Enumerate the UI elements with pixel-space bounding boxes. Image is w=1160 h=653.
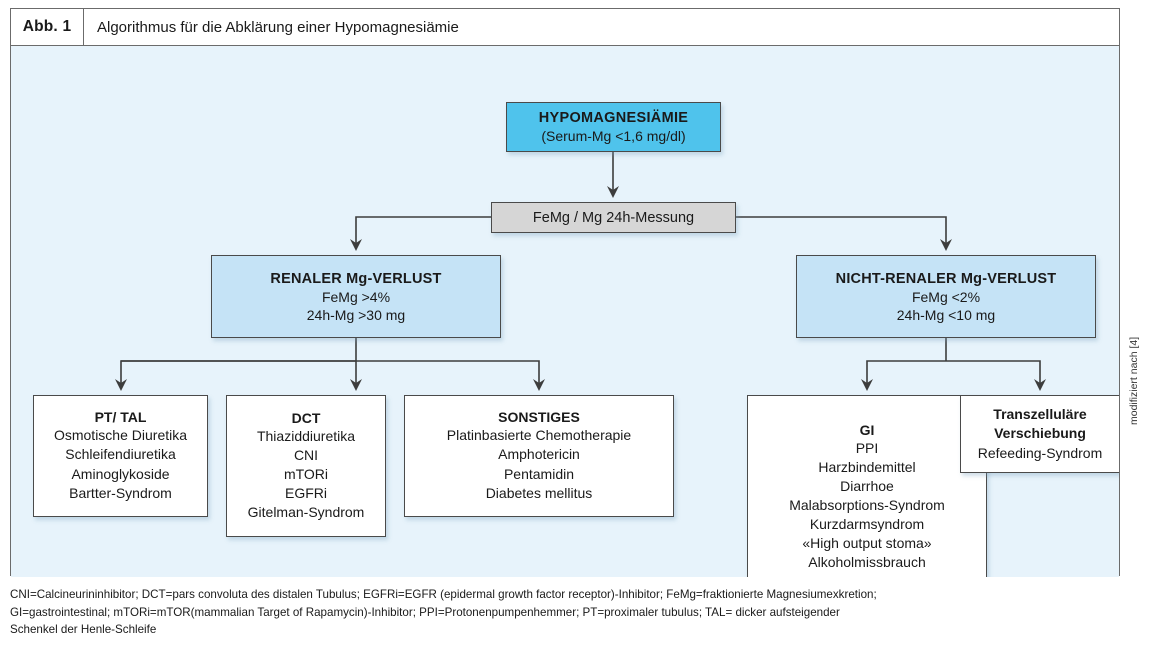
- node-item: Malabsorptions-Syndrom: [789, 496, 945, 513]
- figure-header: Abb. 1 Algorithmus für die Abklärung ein…: [11, 9, 1119, 46]
- node-item: Thiaziddiuretika: [256, 427, 356, 444]
- node-label: FeMg / Mg 24h-Messung: [532, 209, 695, 226]
- node-title: NICHT-RENALER Mg-VERLUST: [835, 270, 1057, 287]
- node-item: EGFRi: [285, 485, 327, 502]
- node-transzellulaere-verschiebung: Transzelluläre Verschiebung Refeeding-Sy…: [960, 395, 1119, 473]
- node-title: HYPOMAGNESIÄMIE: [538, 110, 689, 126]
- figure-container: Abb. 1 Algorithmus für die Abklärung ein…: [10, 8, 1120, 577]
- node-item: Pentamidin: [503, 465, 575, 482]
- footnote-line: CNI=Calcineurininhibitor; DCT=pars convo…: [10, 588, 877, 601]
- node-line: 24h-Mg <10 mg: [896, 306, 996, 323]
- node-item: Kurzdarmsyndrom: [809, 516, 925, 533]
- node-pt-tal: PT/ TAL Osmotische Diuretika Schleifendi…: [33, 395, 208, 517]
- node-gi: GI PPI Harzbindemittel Diarrhoe Malabsor…: [747, 395, 987, 577]
- node-item: Amphotericin: [498, 446, 580, 463]
- figure-title: Algorithmus für die Abklärung einer Hypo…: [97, 18, 459, 36]
- node-item: Bartter-Syndrom: [69, 484, 172, 501]
- node-line: FeMg >4%: [321, 288, 391, 305]
- connector-lines: [115, 152, 1046, 391]
- node-line: FeMg <2%: [911, 288, 981, 305]
- node-sonstiges: SONSTIGES Platinbasierte Chemotherapie A…: [404, 395, 674, 517]
- node-line: (Serum-Mg <1,6 mg/dl): [541, 128, 686, 144]
- node-item: Alkoholmissbrauch: [808, 554, 926, 571]
- abbreviations-footnote: CNI=Calcineurininhibitor; DCT=pars convo…: [10, 586, 1110, 639]
- node-item: Refeeding-Syndrom: [977, 444, 1103, 461]
- node-item: Platinbasierte Chemotherapie: [446, 427, 632, 444]
- flowchart-canvas: HYPOMAGNESIÄMIE (Serum-Mg <1,6 mg/dl) Fe…: [11, 46, 1119, 577]
- node-title: Transzelluläre: [993, 406, 1087, 423]
- node-renaler-mg-verlust: RENALER Mg-VERLUST FeMg >4% 24h-Mg >30 m…: [211, 255, 501, 338]
- node-item: Gitelman-Syndrom: [247, 504, 365, 521]
- node-item: Diarrhoe: [840, 477, 894, 494]
- node-hypomagnesiaemie: HYPOMAGNESIÄMIE (Serum-Mg <1,6 mg/dl): [506, 102, 721, 152]
- footnote-line: Schenkel der Henle-Schleife: [10, 623, 157, 637]
- node-item: «High output stoma»: [802, 535, 932, 552]
- figure-label: Abb. 1: [11, 9, 84, 45]
- node-item: CNI: [293, 446, 319, 463]
- node-title: GI: [859, 421, 875, 438]
- node-femg-measurement: FeMg / Mg 24h-Messung: [491, 202, 736, 233]
- node-item: Osmotische Diuretika: [53, 427, 188, 444]
- node-item: PPI: [855, 439, 879, 456]
- node-title: PT/ TAL: [94, 409, 147, 426]
- node-title: Verschiebung: [994, 425, 1086, 442]
- node-item: Schleifendiuretika: [65, 446, 176, 463]
- node-title: SONSTIGES: [498, 409, 580, 426]
- node-dct: DCT Thiaziddiuretika CNI mTORi EGFRi Git…: [226, 395, 386, 537]
- node-item: Harzbindemittel: [818, 458, 916, 475]
- footnote-line: GI=gastrointestinal; mTORi=mTOR(mammalia…: [10, 605, 840, 619]
- node-item: Diabetes mellitus: [485, 484, 593, 501]
- node-item: Aminoglykoside: [71, 465, 170, 482]
- node-title: RENALER Mg-VERLUST: [270, 270, 442, 287]
- node-nicht-renaler-mg-verlust: NICHT-RENALER Mg-VERLUST FeMg <2% 24h-Mg…: [796, 255, 1096, 338]
- source-credit: modifiziert nach [4]: [1128, 336, 1140, 425]
- node-item: mTORi: [283, 465, 329, 482]
- node-title: DCT: [291, 409, 321, 426]
- node-line: 24h-Mg >30 mg: [306, 306, 406, 323]
